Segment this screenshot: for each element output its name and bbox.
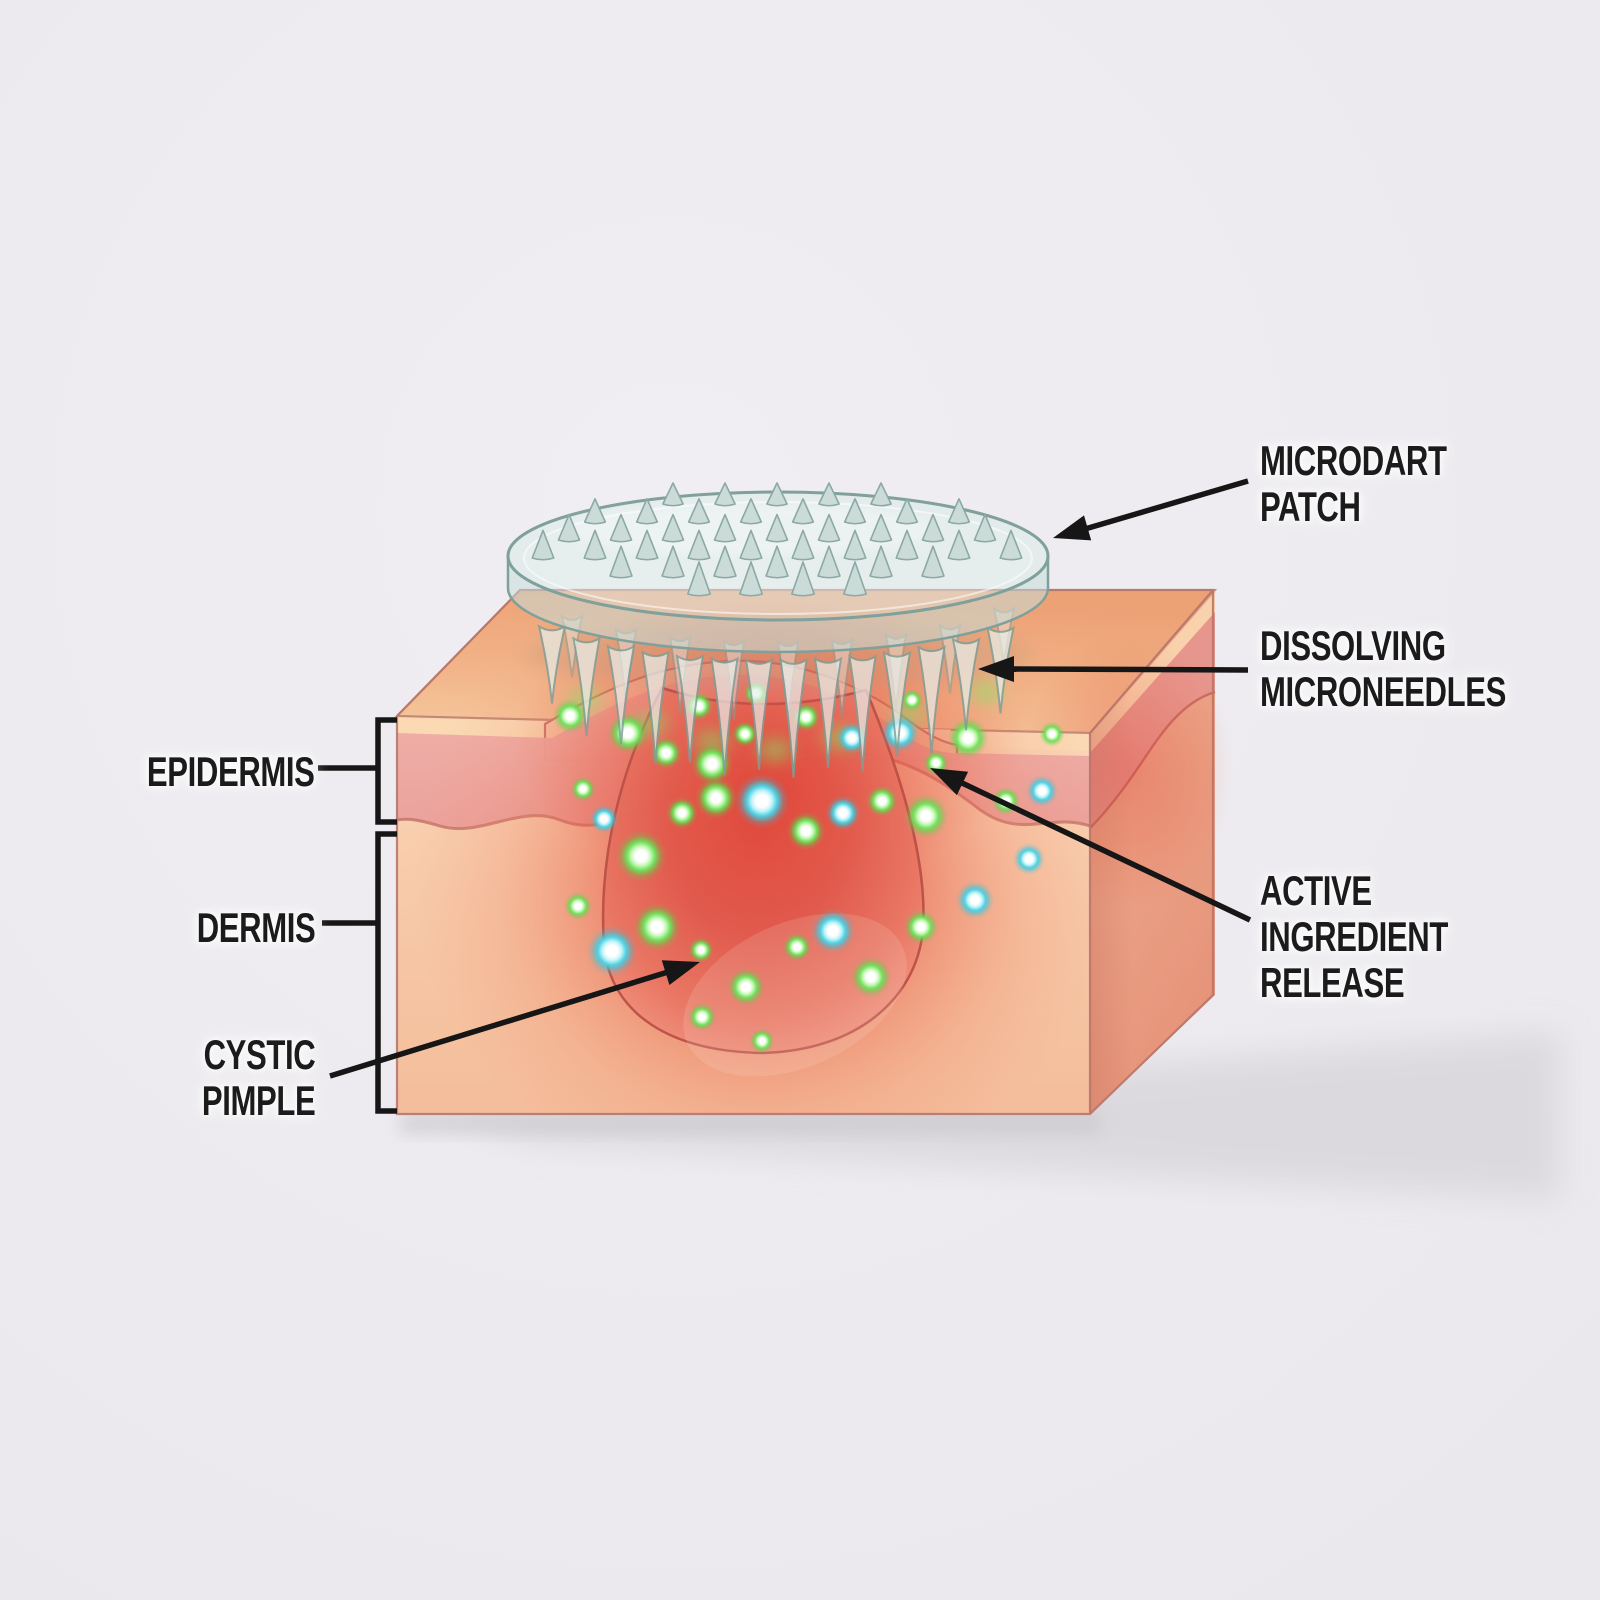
- patch-sheen: [565, 504, 935, 556]
- label-active-ingredient-release: ACTIVE INGREDIENT RELEASE: [1260, 867, 1448, 1006]
- microdart-patch: [506, 482, 1050, 778]
- arrowhead-cystic-pimple: [661, 960, 700, 985]
- skin-right-face: [1023, 590, 1233, 1114]
- arrowhead-dissolving-microneedles: [978, 656, 1014, 682]
- ground-shadow: [400, 1032, 1560, 1200]
- arrow-line-cystic-pimple: [329, 969, 669, 1079]
- arrowhead-active-ingredient: [930, 768, 969, 796]
- arrowhead-microdart-patch: [1053, 515, 1092, 541]
- active-ingredient-particles: [552, 680, 1065, 1054]
- dissolving-microneedles: [537, 624, 1015, 778]
- label-dissolving-microneedles: DISSOLVING MICRONEEDLES: [1260, 622, 1506, 715]
- annotations: [318, 478, 1252, 1114]
- label-dermis: DERMIS: [196, 904, 315, 951]
- arrowheads: [661, 515, 1092, 985]
- skin-block: [394, 588, 1233, 1116]
- label-microdart-patch: MICRODART PATCH: [1260, 437, 1447, 530]
- microneedle-array-top: [531, 482, 1023, 597]
- label-epidermis: EPIDERMIS: [147, 748, 315, 795]
- label-cystic-pimple: CYSTIC PIMPLE: [201, 1031, 316, 1124]
- bracket-dermis: [375, 831, 397, 1114]
- arrow-line-dissolving-microneedles: [1011, 666, 1249, 673]
- arrow-line-microdart-patch: [1084, 478, 1249, 532]
- arrow-line-active-ingredient: [958, 779, 1252, 923]
- bracket-epidermis: [375, 717, 397, 825]
